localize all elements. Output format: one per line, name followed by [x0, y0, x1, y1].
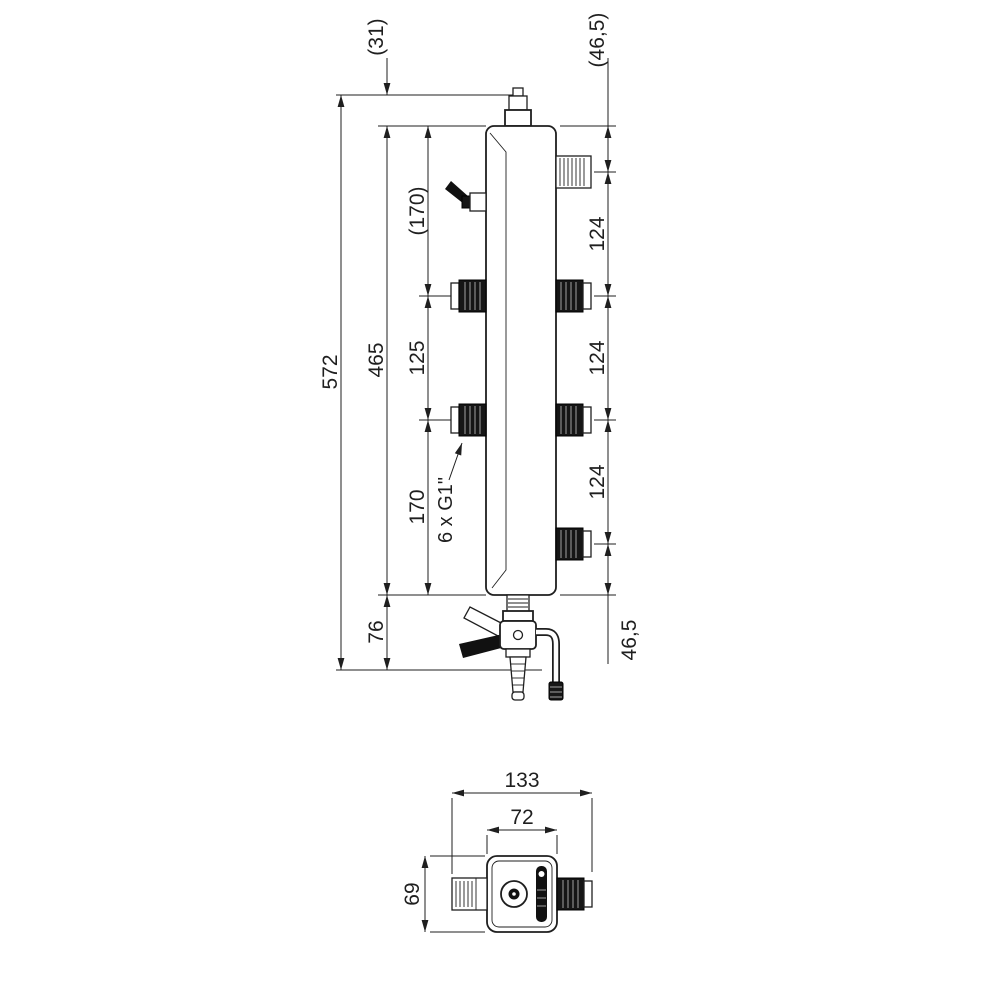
side-port-left-1 — [450, 279, 487, 313]
extension-lines-bottom — [430, 798, 593, 933]
dim-133: 133 — [504, 769, 539, 792]
dim-76: 76 — [365, 620, 388, 643]
dimension-lines-bottom: 133 72 69 — [401, 769, 592, 932]
manifold-body — [485, 125, 557, 596]
dim-572: 572 — [319, 354, 342, 389]
dim-72: 72 — [510, 806, 533, 829]
dim-170-top: (170) — [406, 186, 429, 235]
dimension-lines-main: 572 (31) 465 76 (170) 125 170 (46,5) 124… — [319, 13, 641, 670]
dim-69: 69 — [401, 882, 424, 905]
bottom-view-lever-handle — [536, 866, 547, 922]
side-port-right-3 — [555, 403, 592, 437]
side-port-right-4 — [555, 527, 592, 561]
valve-lock-plate — [463, 606, 506, 638]
extension-lines-main — [336, 94, 616, 671]
bottom-view-port-right — [556, 877, 593, 911]
valve-lever-handle — [459, 634, 505, 658]
bottom-view-port-left — [451, 877, 488, 911]
side-port-left-2 — [450, 403, 487, 437]
dim-170-bottom: 170 — [406, 489, 429, 524]
label-connections-6xG1: 6 x G1" — [435, 477, 457, 543]
dim-125: 125 — [406, 340, 429, 375]
hose-barb — [505, 648, 531, 701]
dim-124-a: 124 — [586, 216, 609, 251]
side-port-right-2 — [555, 279, 592, 313]
dim-124-c: 124 — [586, 464, 609, 499]
dim-46-5-top: (46,5) — [586, 13, 609, 68]
drain-tube-cap — [548, 681, 564, 701]
side-vent-cock — [445, 181, 487, 212]
dim-31: (31) — [365, 18, 388, 55]
ports-leader-line — [448, 442, 463, 481]
drain-valve-assembly — [459, 594, 564, 701]
air-vent-valve — [504, 87, 532, 127]
drain-tube — [536, 628, 560, 682]
dim-124-b: 124 — [586, 340, 609, 375]
side-port-right-1 — [555, 155, 592, 189]
dim-465: 465 — [365, 342, 388, 377]
manifold-bottom-view — [430, 798, 593, 933]
dim-46-5-bottom: 46,5 — [618, 620, 641, 661]
bottom-view-valve-spindle — [500, 880, 528, 908]
manifold-front-view — [336, 87, 616, 701]
